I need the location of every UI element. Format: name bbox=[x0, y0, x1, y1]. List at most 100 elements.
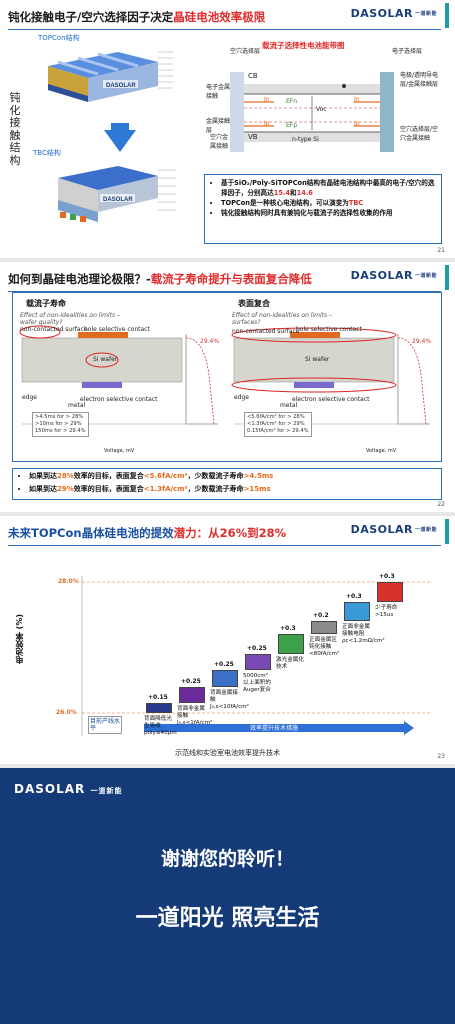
lifetime-panel: 载流子寿命 Effect of non-idealities on limits… bbox=[18, 298, 226, 456]
waterfall-bar bbox=[245, 654, 271, 671]
voc-label: Voc bbox=[316, 106, 327, 113]
bar-description: 正面非金属接触电阻ρc<1.2mΩ/cm² bbox=[342, 624, 385, 645]
baseline-label: 目前产线水平 bbox=[88, 716, 122, 734]
bar-description: 背面降低光生吸收poly≤40μm bbox=[144, 716, 177, 736]
svg-text:DASOLAR: DASOLAR bbox=[106, 83, 136, 89]
waterfall-bar bbox=[377, 582, 403, 602]
waterfall-bar bbox=[311, 621, 337, 635]
bar-description: 激光金属化技术 bbox=[276, 657, 304, 671]
hole-contact-label: hole selective contact bbox=[296, 326, 362, 333]
elec-sel-label: 电子选择层 bbox=[392, 48, 423, 55]
bar-value-label: +0.3 bbox=[346, 592, 362, 600]
hole-contact-label: hole selective contact bbox=[84, 326, 150, 333]
title-rule bbox=[8, 291, 441, 292]
chart-caption: 示范线和实验室电池效率提升技术 bbox=[175, 749, 280, 757]
lifetime-legend: >4.5ms for > 28% >10ms for > 29% 150ms f… bbox=[32, 412, 89, 437]
panel-title: 载流子寿命 bbox=[26, 299, 66, 308]
tbc-structure-image: DASOLAR bbox=[38, 160, 188, 232]
electrode-label: 电极/透明导电层/金属接触层 bbox=[400, 72, 439, 88]
band-diagram: 载流子选择性电池能带图 空穴选择层 电子选择层 CB VB n-type Si … bbox=[204, 40, 444, 170]
bar-value-label: +0.3 bbox=[280, 625, 296, 633]
bar-value-label: +0.2 bbox=[313, 612, 329, 620]
y-bottom-label: 26.0% bbox=[56, 709, 77, 716]
waterfall-bar bbox=[212, 670, 238, 687]
non-contacted-label: non-contacted surface bbox=[232, 328, 300, 335]
panel-note: Effect of non-idealities on limits – sur… bbox=[232, 312, 333, 326]
hole-metal-label: 空穴选择层/空穴金属接触 bbox=[400, 126, 439, 142]
waterfall-bar bbox=[179, 686, 205, 704]
metal-label: metal bbox=[68, 402, 86, 409]
page-number: 23 bbox=[437, 753, 445, 760]
efp-label: EFp bbox=[286, 122, 298, 129]
x-axis-label: Voltage, mV bbox=[366, 448, 397, 454]
bullet-item: 钝化接触结构同时具有兼钝化与载流子的选择性收集的作用 bbox=[221, 208, 435, 218]
efn-label: EFn bbox=[286, 98, 298, 105]
x-axis-label: Voltage, mV bbox=[104, 448, 135, 454]
page-number: 22 bbox=[437, 501, 445, 508]
slide-title: 未来TOPCon晶体硅电池的提效潜力：从26%到28% bbox=[8, 526, 287, 540]
down-arrow-stem bbox=[111, 123, 129, 132]
bar-value-label: +0.15 bbox=[148, 694, 168, 702]
waterfall-bar bbox=[344, 601, 370, 622]
si-wafer-label: Si wafer bbox=[93, 356, 118, 363]
accent-bar bbox=[445, 519, 449, 544]
hole-contact-label: 空穴金属接触 bbox=[210, 134, 229, 150]
bullet-item: 基于SiO₂/Poly-SiTOPCon结构有晶硅电池结构中最高的电子/空穴的选… bbox=[221, 178, 435, 198]
non-contacted-label: non-contacted surface bbox=[20, 326, 88, 333]
title-rule bbox=[8, 545, 441, 546]
metal-label: metal bbox=[280, 402, 298, 409]
title-rule bbox=[8, 29, 441, 30]
jp-right-label: Jp bbox=[354, 120, 360, 127]
metal-contact-label: 金属接触层 bbox=[206, 118, 231, 134]
dasolar-logo: DASOLAR 一道新能 bbox=[14, 782, 123, 796]
bar-description: 5000cm²以上面积的Auger复合 bbox=[243, 673, 271, 694]
waterfall-bar bbox=[146, 703, 172, 713]
slide21-bullets: 基于SiO₂/Poly-SiTOPCon结构有晶硅电池结构中最高的电子/空穴的选… bbox=[204, 174, 442, 244]
band-title: 载流子选择性电池能带图 bbox=[262, 41, 345, 50]
bar-value-label: +0.25 bbox=[247, 645, 267, 653]
slogan-text: 一道阳光 照亮生活 bbox=[135, 906, 320, 931]
slide22-bullets: 如果到达28%效率的目标，表面复合<5.6fA/cm²，少数载流子寿命>4.5m… bbox=[12, 468, 442, 500]
elec-contact-label: electron selective contact bbox=[292, 396, 370, 403]
surface-legend: <5.6fA/cm² for > 28% <1.3fA/cm² for > 29… bbox=[244, 412, 312, 437]
hole-sel-label: 空穴选择层 bbox=[230, 48, 261, 55]
page-number: 21 bbox=[437, 247, 445, 254]
eff-label: 29.4% bbox=[200, 338, 220, 345]
eff-label: 29.4% bbox=[412, 338, 432, 345]
elec-contact-label: 电子金属接触 bbox=[206, 84, 231, 100]
bar-value-label: +0.3 bbox=[379, 573, 395, 580]
y-top-label: 28.0% bbox=[58, 578, 79, 585]
bar-description: 正面金属区钝化接触<80fA/cm² bbox=[309, 637, 340, 658]
accent-bar bbox=[445, 265, 449, 290]
slide-thanks: DASOLAR 一道新能 谢谢您的聆听！ 一道阳光 照亮生活 bbox=[0, 768, 455, 1024]
slide-title: 如何到晶硅电池理论极限？-载流子寿命提升与表面复合降低 bbox=[8, 272, 312, 286]
edge-label: edge bbox=[234, 394, 249, 401]
bar-description: 背面非金属接触J₀,s<1fA/cm² bbox=[177, 706, 213, 727]
surface-panel: 表面复合 Effect of non-idealities on limits … bbox=[230, 298, 438, 456]
arrow-label: 效率提升技术措施 bbox=[250, 725, 299, 732]
bar-value-label: +0.25 bbox=[214, 661, 234, 669]
edge-label: edge bbox=[22, 394, 37, 401]
tbc-label: TBC结构 bbox=[33, 149, 61, 157]
bar-value-label: +0.25 bbox=[181, 677, 201, 685]
elec-contact-label: electron selective contact bbox=[80, 396, 158, 403]
bar-description: 少子寿命>15us bbox=[375, 604, 398, 618]
waterfall-bar bbox=[278, 634, 304, 655]
efficiency-waterfall-chart bbox=[81, 576, 430, 736]
panel-title: 表面复合 bbox=[238, 299, 270, 308]
bullet-item: 如果到达28%效率的目标，表面复合<5.6fA/cm²，少数载流子寿命>4.5m… bbox=[29, 470, 435, 483]
slide-title: 钝化接触电子/空穴选择因子决定晶硅电池效率极限 bbox=[8, 10, 266, 24]
svg-text:DASOLAR: DASOLAR bbox=[103, 197, 133, 203]
panel-note: Effect of non-idealities on limits – waf… bbox=[20, 312, 121, 326]
bullet-item: 如果到达29%效率的目标，表面复合<1.3fA/cm²，少数载流子寿命>15ms bbox=[29, 483, 435, 496]
topcon-structure-image: DASOLAR bbox=[38, 44, 188, 112]
vb-label: VB bbox=[248, 133, 258, 141]
si-wafer-label: Si wafer bbox=[305, 356, 330, 363]
bar-description: 背面金属接触J₀,s<10fA/cm² bbox=[210, 689, 249, 710]
topcon-label: TOPCon结构 bbox=[38, 34, 80, 42]
